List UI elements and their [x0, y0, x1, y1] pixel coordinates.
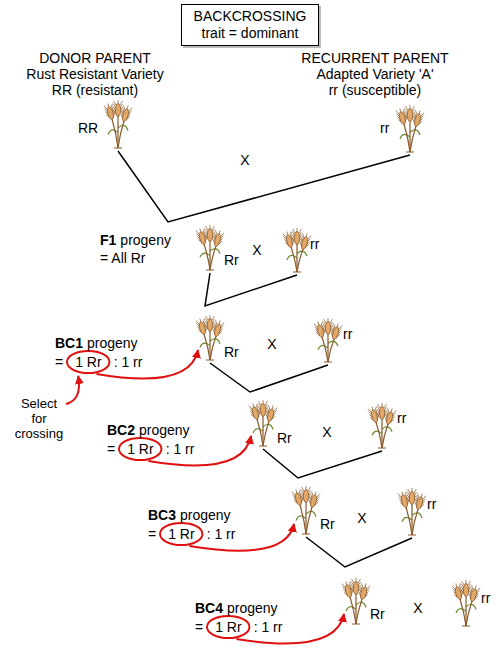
- node-text: BACKCROSSING: [194, 8, 307, 25]
- generation-word: progeny: [227, 600, 278, 616]
- ratio-text: =: [148, 526, 156, 542]
- cross-symbol: X: [252, 242, 261, 258]
- wheat-plant: [249, 400, 278, 446]
- wheat-plant: [452, 580, 481, 626]
- wheat-plant: [283, 228, 312, 272]
- selection-arrow: [66, 376, 79, 404]
- selection-ellipse: 1 Rr: [66, 350, 110, 374]
- wheat-plant: [396, 105, 425, 152]
- selection-ellipse: 1 Rr: [159, 522, 203, 546]
- wheat-plant: [314, 318, 343, 362]
- genotype-label: Rr: [370, 606, 385, 622]
- generation-name: BC4: [195, 600, 223, 616]
- node-text: 1 Rr: [127, 441, 153, 457]
- ratio-text: =: [107, 441, 115, 457]
- generation-word: progeny: [180, 507, 231, 523]
- generation-word: progeny: [87, 335, 138, 351]
- genotype-label: rr: [481, 590, 490, 606]
- ratio-text: : 1 rr: [207, 526, 236, 542]
- cross-symbol: X: [267, 336, 276, 352]
- wheat-plant: [368, 403, 397, 448]
- selection-arrow: [96, 350, 198, 379]
- cross-line: [306, 537, 412, 567]
- selection-arrows: [66, 350, 344, 643]
- generation-name: BC2: [107, 422, 135, 438]
- node-subtext: trait = dominant: [194, 25, 307, 42]
- selection-ellipse: 1 Rr: [206, 615, 250, 639]
- ratio-text: : 1 rr: [166, 441, 195, 457]
- ratio-text: : 1 rr: [254, 619, 283, 635]
- selection-arrow: [148, 436, 251, 465]
- generation-word: progeny: [139, 422, 190, 438]
- ratio-text: = All Rr: [100, 250, 146, 266]
- genotype-label: RR: [78, 120, 98, 136]
- cross-line: [118, 151, 410, 222]
- generation-name: BC3: [148, 507, 176, 523]
- genotype-label: rr: [380, 120, 389, 136]
- ratio-text: : 1 rr: [114, 354, 143, 370]
- cross-lines: [118, 151, 412, 567]
- generation-name: BC1: [55, 335, 83, 351]
- parent-genotype: rr (susceptible): [329, 82, 422, 98]
- wheat-plant: [292, 486, 321, 534]
- genotype-label: Rr: [224, 252, 239, 268]
- genotype-label: rr: [310, 236, 319, 252]
- ratio-text: =: [55, 354, 63, 370]
- parent-genotype: RR (resistant): [52, 82, 138, 98]
- cross-line: [210, 363, 328, 392]
- parent-variety: Adapted Variety 'A': [316, 66, 433, 82]
- genotype-label: rr: [397, 410, 406, 426]
- selection-arrow: [189, 524, 294, 551]
- generation-name: F1: [100, 232, 116, 248]
- cross-symbol: X: [357, 510, 366, 526]
- wheat-plant: [398, 488, 427, 535]
- select-note: Select for crossing: [14, 396, 64, 441]
- generation-word: progeny: [120, 232, 171, 248]
- genotype-label: Rr: [277, 430, 292, 446]
- title-box: BACKCROSSINGtrait = dominant: [181, 4, 320, 46]
- node-text: 1 Rr: [215, 619, 241, 635]
- selection-ellipse: 1 Rr: [118, 437, 162, 461]
- selection-arrow: [236, 614, 344, 643]
- genotype-label: Rr: [224, 344, 239, 360]
- wheat-plant: [342, 578, 371, 624]
- wheat-plant: [196, 225, 225, 270]
- ratio-text: =: [195, 619, 203, 635]
- node-text: 1 Rr: [168, 526, 194, 542]
- parent-variety: Rust Resistant Variety: [26, 66, 163, 82]
- genotype-label: rr: [427, 496, 436, 512]
- cross-symbol: X: [413, 600, 422, 616]
- wheat-plant: [196, 315, 225, 360]
- parent-heading: DONOR PARENT: [39, 50, 151, 66]
- parent-heading: RECURRENT PARENT: [301, 50, 448, 66]
- cross-symbol: X: [240, 152, 249, 168]
- genotype-label: Rr: [320, 516, 335, 532]
- node-text: 1 Rr: [75, 354, 101, 370]
- genotype-label: rr: [343, 326, 352, 342]
- cross-line: [205, 273, 297, 306]
- wheat-plant: [104, 100, 133, 148]
- cross-line: [263, 449, 382, 478]
- cross-symbol: X: [322, 424, 331, 440]
- plant-layer: [104, 100, 481, 626]
